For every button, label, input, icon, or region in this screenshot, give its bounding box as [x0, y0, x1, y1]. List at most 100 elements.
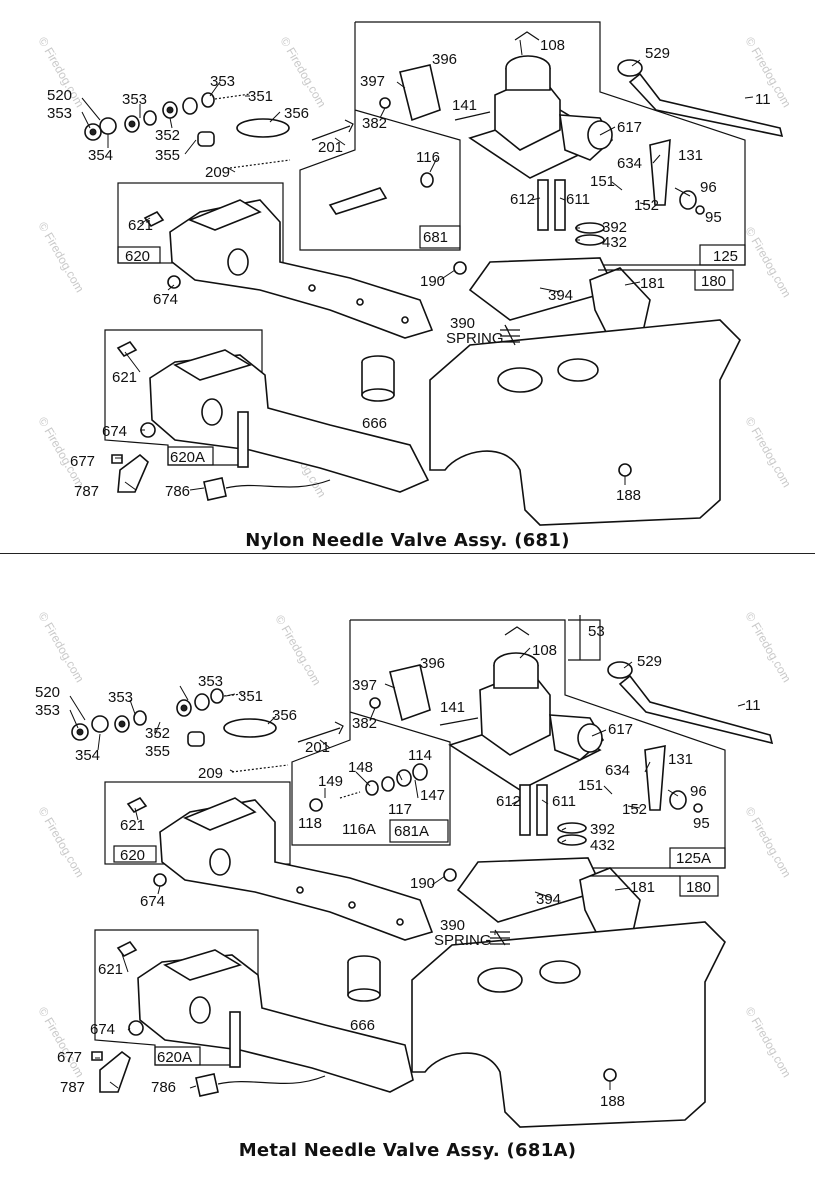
screw-674: [153, 873, 167, 887]
part-label: 190: [420, 273, 445, 290]
part-label: 620: [125, 248, 150, 265]
part-label: 351: [248, 88, 273, 105]
label-box-620A: [167, 446, 214, 466]
part-label: 209: [205, 164, 230, 181]
part-label: 520: [35, 684, 60, 701]
part-label: 634: [617, 155, 642, 172]
screw-674b: [128, 1020, 144, 1036]
diagram-panel-nylon: © Firedog.com © Firedog.com © Firedog.co…: [0, 0, 815, 553]
part-label: 390: [450, 315, 475, 332]
fuel-tank: [429, 319, 741, 526]
label-box-620: [113, 845, 157, 863]
part-95: [695, 205, 705, 215]
part-label: 152: [634, 197, 659, 214]
part-label: 392: [590, 821, 615, 838]
filter-666: [347, 955, 381, 1002]
part-label: 432: [590, 837, 615, 854]
part-label: 353: [210, 73, 235, 90]
part-label: 677: [70, 453, 95, 470]
frame-53: [568, 619, 601, 661]
part-labels: 520 353 353 353 351 354 352 355 356 209 …: [47, 37, 771, 504]
screw-674: [167, 275, 181, 289]
part-label: 95: [705, 209, 722, 226]
part-label: 180: [686, 879, 711, 896]
screw-190: [453, 261, 467, 275]
label-box-180: [694, 269, 734, 291]
part-label: 108: [532, 642, 557, 659]
part-label: 201: [318, 139, 343, 156]
label-box-620A: [154, 1046, 201, 1066]
label-box-620: [117, 246, 161, 264]
exploded-parts-diagram: © Firedog.com © Firedog.com © Firedog.co…: [35, 21, 794, 526]
part-label: 621: [98, 961, 123, 978]
part-label: 353: [35, 702, 60, 719]
part-label: 351: [238, 688, 263, 705]
carburetor-body: [454, 31, 614, 246]
part-label: 677: [57, 1049, 82, 1066]
part-label: 201: [305, 739, 330, 756]
part-label: 125A: [676, 850, 711, 867]
needle-valve-metal: [309, 763, 428, 812]
part-label: 353: [122, 91, 147, 108]
control-bracket-620: [169, 199, 434, 339]
part-label: 151: [590, 173, 615, 190]
part-label: 352: [155, 127, 180, 144]
carburetor-body: [439, 615, 605, 846]
part-label: 108: [540, 37, 565, 54]
watermark: © Firedog.com: [742, 610, 794, 685]
part-label: 355: [155, 147, 180, 164]
watermark: © Firedog.com: [35, 805, 87, 880]
part-label: 114: [408, 747, 432, 764]
part-label: 666: [362, 415, 387, 432]
part-label: 432: [602, 234, 627, 251]
leader-lines: [69, 647, 746, 1090]
part-label: 353: [198, 673, 223, 690]
gasket-116: [420, 172, 434, 188]
switch-786: [203, 477, 227, 501]
part-label: 353: [47, 105, 72, 122]
fuel-tube: [628, 72, 784, 138]
part-label: 188: [600, 1093, 625, 1110]
panel-divider: [0, 553, 815, 554]
choke-plate: [399, 64, 441, 122]
part-label: 354: [75, 747, 100, 764]
part-label: 674: [102, 423, 127, 440]
watermark: © Firedog.com: [272, 613, 324, 688]
part-label: 529: [637, 653, 662, 670]
spring-390: [490, 929, 510, 946]
part-label: 117: [388, 801, 412, 818]
switch-786: [195, 1073, 219, 1097]
part-label: 141: [452, 97, 477, 114]
fuel-tube: [618, 674, 774, 745]
part-label: 382: [362, 115, 387, 132]
part-label: 617: [608, 721, 633, 738]
part-label: 397: [352, 677, 377, 694]
part-label: 612: [510, 191, 535, 208]
watermark: © Firedog.com: [35, 1005, 87, 1080]
part-label: 149: [318, 773, 343, 790]
screw-677: [91, 1051, 103, 1061]
label-box-681A: [389, 819, 449, 843]
part-96: [669, 790, 687, 810]
label-box-681: [419, 225, 461, 249]
part-label: 674: [153, 291, 178, 308]
part-label: 681A: [394, 823, 429, 840]
screw-382: [379, 97, 391, 109]
panel-caption-nylon: Nylon Needle Valve Assy. (681): [245, 530, 570, 551]
part-label: 352: [145, 725, 170, 742]
part-label: 611: [566, 191, 590, 208]
governor-link: [311, 119, 354, 141]
exploded-parts-diagram: © Firedog.com © Firedog.com © Firedog.co…: [35, 610, 794, 1128]
spring-390: [500, 324, 520, 346]
filter-666: [361, 355, 395, 402]
part-label: 666: [350, 1017, 375, 1034]
part-label: 617: [617, 119, 642, 136]
part-96: [679, 190, 697, 210]
watermark: © Firedog.com: [742, 1005, 794, 1080]
fuel-tank: [411, 921, 726, 1128]
part-label: 787: [60, 1079, 85, 1096]
needle-valve-frame: [291, 620, 451, 846]
part-label: 190: [410, 875, 435, 892]
part-label: 621: [128, 217, 153, 234]
watermark: © Firedog.com: [35, 220, 87, 295]
